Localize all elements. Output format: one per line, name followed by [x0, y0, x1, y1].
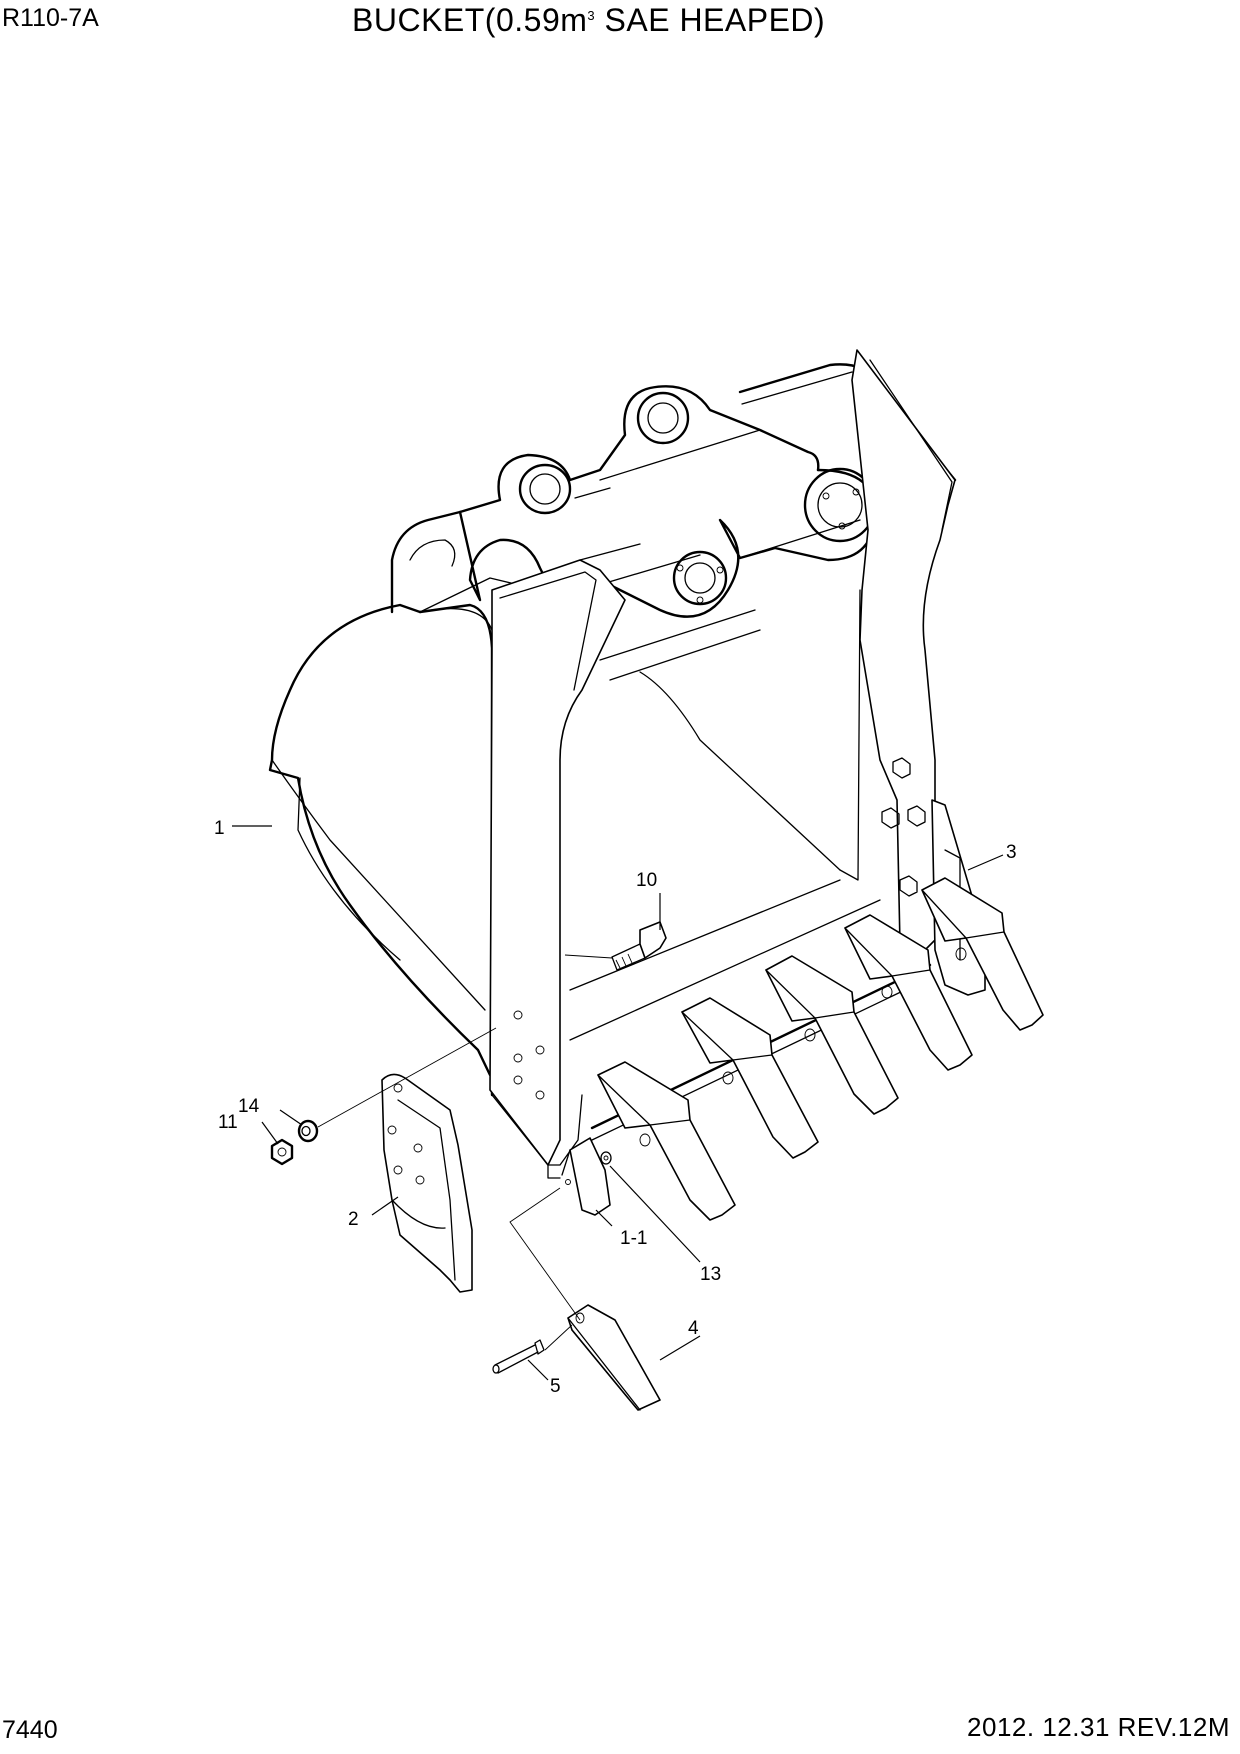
model-number: R110-7A: [2, 4, 99, 32]
callout-1-1: 1-1: [620, 1228, 647, 1249]
callout-11: 11: [218, 1112, 238, 1133]
callout-4: 4: [688, 1318, 699, 1339]
callout-leaders: [232, 825, 1004, 1381]
callout-3: 3: [1006, 842, 1017, 863]
title-superscript: 3: [587, 8, 596, 23]
washer-14: [297, 1119, 319, 1143]
revision-date: 2012. 12.31 REV.12M: [967, 1712, 1230, 1742]
nut-11: [270, 1138, 294, 1166]
bucket-teeth-row: [561, 877, 1044, 1221]
callout-2: 2: [348, 1209, 359, 1230]
callout-5: 5: [550, 1376, 561, 1397]
callout-13: 13: [700, 1264, 721, 1285]
title-rest: SAE HEAPED): [595, 2, 826, 38]
side-cutter-left: [381, 1073, 473, 1293]
bucket-side-plate-right: [851, 349, 956, 956]
page-number: 7440: [2, 1716, 58, 1744]
callout-14: 14: [238, 1096, 260, 1117]
assembly-guide-lines: [317, 954, 613, 1351]
pin-5: [492, 1339, 545, 1374]
title-main: BUCKET(0.59m: [352, 2, 588, 38]
callout-10: 10: [636, 870, 657, 891]
tooth-point-4: [567, 1304, 661, 1411]
bolt-10: [611, 921, 667, 971]
bucket-side-plate: [489, 559, 626, 1179]
washer-13: [600, 1151, 612, 1165]
page-title: BUCKET(0.59m3 SAE HEAPED): [352, 2, 825, 39]
callout-1: 1: [214, 818, 225, 839]
